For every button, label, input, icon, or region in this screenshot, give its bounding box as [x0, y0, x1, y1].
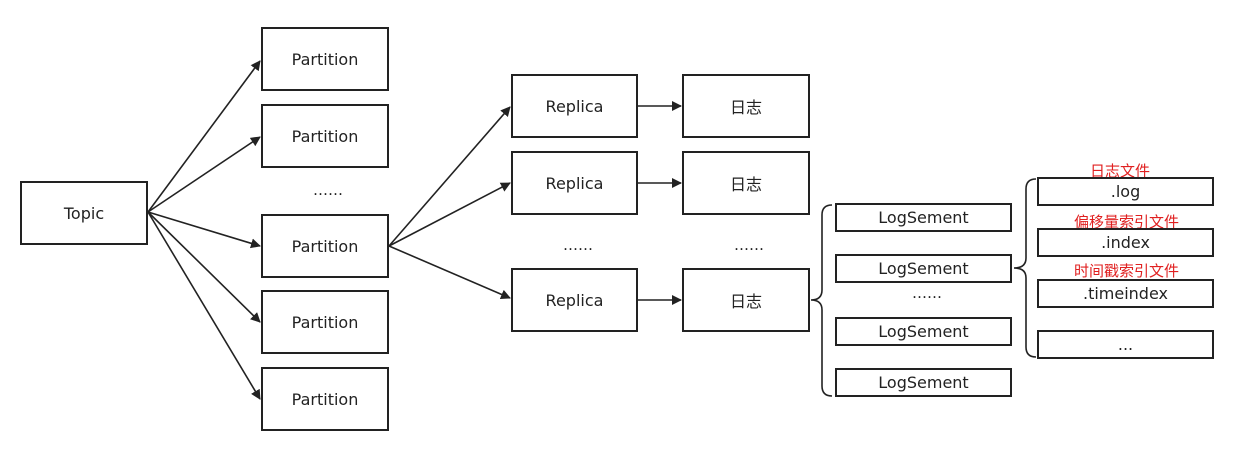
partition-node-1: Partition: [261, 27, 389, 91]
replica-label: Replica: [545, 96, 604, 116]
segment-label: LogSement: [878, 322, 969, 341]
topic-label: Topic: [63, 203, 105, 223]
topic-node: Topic: [20, 181, 148, 245]
log-ellipsis: ……: [734, 236, 764, 254]
partition-node-center: Partition: [261, 214, 389, 278]
arrow-topic-partition-5: [147, 211, 261, 400]
segment-label: LogSement: [878, 208, 969, 227]
partition-label: Partition: [291, 49, 359, 69]
partition-node-3: Partition: [261, 290, 389, 354]
arrow-partition-replica-2: [388, 182, 511, 247]
arrow-topic-partition-2: [147, 136, 261, 213]
log-label: 日志: [729, 98, 762, 117]
file-note-log: 日志文件: [1090, 162, 1151, 180]
file-label: .timeindex: [1082, 284, 1168, 303]
log-label: 日志: [729, 175, 762, 194]
segment-node-1: LogSement: [835, 203, 1012, 232]
log-node-2: 日志: [682, 151, 810, 215]
arrow-topic-partition-3: [147, 211, 261, 249]
replica-node-1: Replica: [511, 74, 638, 138]
partition-label: Partition: [291, 389, 359, 409]
arrow-topic-partition-1: [147, 60, 261, 213]
replica-node-2: Replica: [511, 151, 638, 215]
segment-ellipsis: ……: [912, 284, 942, 302]
replica-label: Replica: [545, 173, 604, 193]
log-label: 日志: [729, 292, 762, 311]
partition-ellipsis: ……: [313, 181, 343, 199]
file-label: .log: [1110, 182, 1141, 201]
segment-brace: [810, 204, 833, 397]
arrow-topic-partition-4: [147, 211, 261, 323]
segment-label: LogSement: [878, 259, 969, 278]
log-node-1: 日志: [682, 74, 810, 138]
partition-node-2: Partition: [261, 104, 389, 168]
partition-node-4: Partition: [261, 367, 389, 431]
file-note-index: 偏移量索引文件: [1074, 213, 1180, 231]
segment-node-3: LogSement: [835, 317, 1012, 346]
file-label: ...: [1117, 335, 1134, 354]
arrow-partition-replica-3: [388, 245, 511, 300]
partition-label: Partition: [291, 126, 359, 146]
replica-ellipsis: ……: [563, 236, 593, 254]
segment-node-4: LogSement: [835, 368, 1012, 397]
file-label: .index: [1101, 233, 1150, 252]
file-brace: [1013, 178, 1037, 358]
file-node-timeindex: .timeindex: [1037, 279, 1214, 308]
file-note-timeindex: 时间戳索引文件: [1074, 262, 1180, 280]
segment-label: LogSement: [878, 373, 969, 392]
segment-node-2: LogSement: [835, 254, 1012, 283]
partition-label: Partition: [291, 312, 359, 332]
file-node-more: ...: [1037, 330, 1214, 359]
replica-label: Replica: [545, 290, 604, 310]
file-node-index: .index: [1037, 228, 1214, 257]
replica-node-3: Replica: [511, 268, 638, 332]
log-node-3: 日志: [682, 268, 810, 332]
arrow-partition-replica-1: [388, 106, 511, 247]
partition-label: Partition: [291, 236, 359, 256]
file-node-log: .log: [1037, 177, 1214, 206]
